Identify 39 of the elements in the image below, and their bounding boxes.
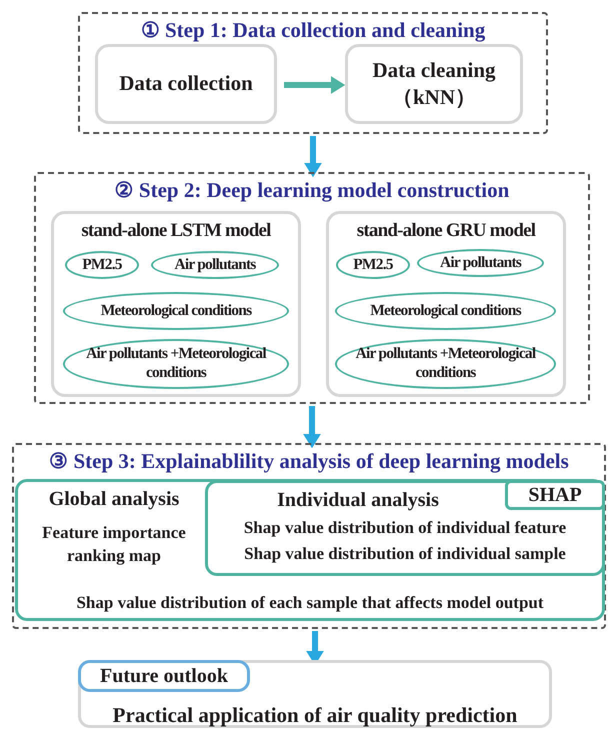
section-heading: Global analysis xyxy=(48,487,180,512)
model-box xyxy=(326,211,566,397)
model-box xyxy=(51,211,301,397)
outlook-text: Practical application of air quality prediction xyxy=(112,702,518,729)
input-label: Air pollutants xyxy=(174,256,256,274)
model-title: stand-alone GRU model xyxy=(356,220,536,242)
model-title: stand-alone LSTM model xyxy=(81,220,271,242)
process-label: Data cleaning （kNN） xyxy=(371,56,497,111)
analysis-panel xyxy=(15,479,605,621)
process-label: Data collection xyxy=(119,70,253,98)
step-title: ③ Step 3: Explainablility analysis of deep learning models xyxy=(49,449,569,474)
outlook-box xyxy=(78,660,552,728)
method-label: SHAP xyxy=(528,484,582,506)
process-box xyxy=(95,44,277,124)
arrow xyxy=(303,406,321,448)
method-tag xyxy=(505,480,605,510)
individual-analysis-box xyxy=(205,480,605,576)
outlook-tab xyxy=(78,660,250,692)
input-label: Air pollutants xyxy=(440,254,522,272)
arrow xyxy=(304,136,322,178)
analysis-text: Feature importance ranking map xyxy=(41,522,187,567)
input-label: Meteorological conditions xyxy=(370,302,521,320)
input-label: Meteorological conditions xyxy=(100,302,252,320)
step-container xyxy=(78,12,548,134)
step-title: ① Step 1: Data collection and cleaning xyxy=(140,18,486,43)
analysis-text: Shap value distribution of individual feature xyxy=(242,517,568,539)
input-label: PM2.5 xyxy=(353,256,393,274)
input-label: Air pollutants +Meteorological conditions xyxy=(85,345,268,383)
input-label: Air pollutants +Meteorological conditions xyxy=(354,345,537,383)
outlook-heading: Future outlook xyxy=(100,664,228,688)
arrow xyxy=(284,76,346,94)
step-container xyxy=(12,443,606,629)
analysis-text: Shap value distribution of each sample that affects model output xyxy=(75,592,545,614)
step-title: ② Step 2: Deep learning model construction xyxy=(114,178,510,203)
input-label: PM2.5 xyxy=(82,256,122,274)
process-box xyxy=(345,44,523,124)
section-heading: Individual analysis xyxy=(276,488,440,513)
step-container xyxy=(34,172,590,404)
analysis-text: Shap value distribution of individual sample xyxy=(243,543,567,565)
